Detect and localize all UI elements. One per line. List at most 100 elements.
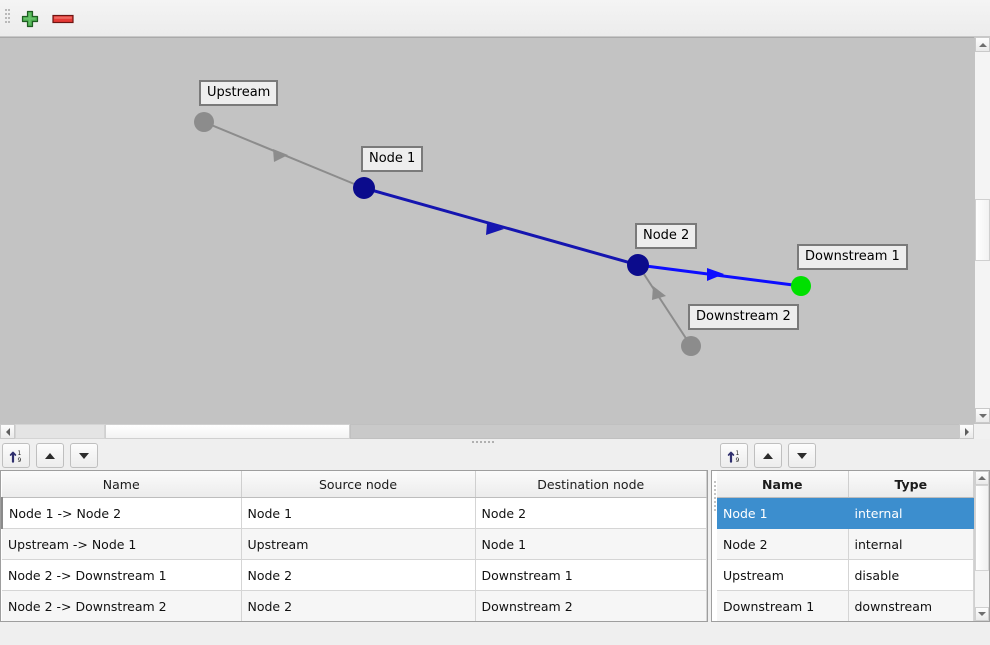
triangle-up-icon: [763, 452, 773, 459]
connections-move-up-button[interactable]: [36, 443, 64, 468]
graph-node-upstream[interactable]: [194, 112, 214, 132]
cell-type[interactable]: downstream: [848, 590, 974, 621]
triangle-right-icon: [964, 427, 969, 436]
triangle-up-icon: [45, 452, 55, 459]
nodes-table[interactable]: Name Type Node 1 internal Node 2 interna…: [711, 470, 990, 622]
nodes-table-grid: Name Type Node 1 internal Node 2 interna…: [717, 471, 974, 621]
triangle-down-icon: [978, 612, 986, 616]
table-row[interactable]: Downstream 1 downstream: [717, 590, 974, 621]
column-header-type[interactable]: Type: [848, 471, 974, 498]
graph-label-node1[interactable]: Node 1: [361, 146, 424, 172]
table-row[interactable]: Node 2 -> Downstream 2 Node 2 Downstream…: [2, 590, 707, 621]
status-area: [0, 627, 990, 645]
graph-canvas-viewport[interactable]: Upstream Node 1 Node 2 Downstream 1 Down…: [0, 37, 990, 437]
vertical-scroll-thumb[interactable]: [975, 199, 990, 261]
table-row[interactable]: Node 1 internal: [717, 497, 974, 529]
cell-destination[interactable]: Node 1: [475, 528, 707, 560]
column-header-source-node[interactable]: Source node: [241, 471, 476, 498]
cell-name[interactable]: Downstream 1: [717, 590, 849, 621]
graph-label-upstream[interactable]: Upstream: [199, 80, 279, 106]
table-row[interactable]: Node 2 -> Downstream 1 Node 2 Downstream…: [2, 559, 707, 591]
edge-upstream-node1[interactable]: [203, 121, 365, 189]
horizontal-scroll-thumb[interactable]: [105, 424, 350, 439]
canvas-horizontal-scrollbar[interactable]: [0, 423, 990, 439]
edge-node2-downstream2[interactable]: [637, 264, 692, 347]
main-toolbar: [0, 0, 990, 37]
nodes-scroll-thumb[interactable]: [975, 485, 989, 571]
cell-type[interactable]: internal: [848, 497, 974, 529]
nodes-table-scrollbar[interactable]: [974, 471, 989, 621]
column-header-name[interactable]: Name: [717, 471, 849, 498]
table-row[interactable]: Upstream disable: [717, 559, 974, 591]
edge-node1-node2[interactable]: [363, 186, 639, 267]
triangle-down-icon: [978, 413, 987, 418]
graph-edges-layer: [203, 121, 802, 347]
nodes-move-up-button[interactable]: [754, 443, 782, 468]
remove-button[interactable]: [47, 4, 79, 34]
sort-ascending-icon: 1 9: [727, 450, 740, 464]
table-header-row: Name Type: [717, 471, 974, 498]
svg-text:1: 1: [18, 450, 22, 457]
triangle-up-icon: [978, 476, 986, 480]
nodes-toolbar: 1 9: [711, 443, 990, 470]
cell-type[interactable]: disable: [848, 559, 974, 591]
nodes-move-down-button[interactable]: [788, 443, 816, 468]
edge-node2-downstream1[interactable]: [637, 263, 802, 288]
column-header-name[interactable]: Name: [2, 471, 242, 498]
cell-name[interactable]: Node 2 -> Downstream 1: [2, 559, 242, 591]
graph-node-node2[interactable]: [627, 254, 649, 276]
triangle-down-icon: [797, 452, 807, 459]
scroll-down-button[interactable]: [975, 408, 990, 423]
cell-name[interactable]: Node 2: [717, 528, 849, 560]
scroll-up-button[interactable]: [975, 37, 990, 52]
cell-source[interactable]: Upstream: [241, 528, 476, 560]
cell-source[interactable]: Node 2: [241, 590, 476, 621]
cell-destination[interactable]: Node 2: [475, 497, 707, 529]
graph-label-node2[interactable]: Node 2: [635, 223, 698, 249]
graph-canvas[interactable]: Upstream Node 1 Node 2 Downstream 1 Down…: [0, 38, 974, 423]
scroll-down-button[interactable]: [975, 607, 989, 621]
cell-destination[interactable]: Downstream 2: [475, 590, 707, 621]
cell-type[interactable]: internal: [848, 528, 974, 560]
svg-text:9: 9: [18, 457, 22, 464]
minus-icon: [52, 14, 74, 24]
scroll-left-button[interactable]: [0, 424, 15, 439]
table-empty-row: [2, 622, 707, 623]
graph-node-downstream1[interactable]: [791, 276, 811, 296]
triangle-left-icon: [5, 427, 10, 436]
scroll-up-button[interactable]: [975, 471, 989, 485]
plus-icon: [21, 10, 39, 28]
connections-sort-button[interactable]: 1 9: [2, 443, 30, 468]
table-row[interactable]: Node 1 -> Node 2 Node 1 Node 2: [1, 497, 707, 529]
cell-name[interactable]: Node 1: [717, 497, 849, 529]
canvas-vertical-scrollbar[interactable]: [974, 37, 990, 423]
cell-source[interactable]: Node 1: [241, 497, 476, 529]
h-scroll-track-right[interactable]: [350, 424, 974, 439]
cell-name[interactable]: Node 2 -> Downstream 2: [2, 590, 242, 621]
connections-move-down-button[interactable]: [70, 443, 98, 468]
toolbar-drag-handle[interactable]: [5, 9, 10, 27]
cell-name[interactable]: Upstream: [717, 559, 849, 591]
connections-toolbar: 1 9: [0, 443, 710, 470]
cell-destination[interactable]: Downstream 1: [475, 559, 707, 591]
panel-splitter[interactable]: [0, 439, 990, 445]
scrollbar-corner: [974, 424, 990, 439]
table-row[interactable]: Node 2 internal: [717, 528, 974, 560]
cell-name[interactable]: Upstream -> Node 1: [2, 528, 242, 560]
connections-table[interactable]: Name Source node Destination node Node 1…: [0, 470, 708, 622]
nodes-sort-button[interactable]: 1 9: [720, 443, 748, 468]
cell-source[interactable]: Node 2: [241, 559, 476, 591]
graph-label-downstream2[interactable]: Downstream 2: [688, 304, 799, 330]
table-row[interactable]: Upstream -> Node 1 Upstream Node 1: [2, 528, 707, 560]
graph-label-downstream1[interactable]: Downstream 1: [797, 244, 908, 270]
cell-name[interactable]: Node 1 -> Node 2: [1, 497, 242, 529]
column-header-destination-node[interactable]: Destination node: [475, 471, 707, 498]
svg-text:1: 1: [736, 450, 740, 457]
graph-node-node1[interactable]: [353, 177, 375, 199]
graph-node-downstream2[interactable]: [681, 336, 701, 356]
scroll-right-button[interactable]: [959, 424, 974, 439]
add-button[interactable]: [14, 4, 46, 34]
h-scroll-track-left[interactable]: [15, 424, 105, 439]
table-header-row: Name Source node Destination node: [2, 471, 707, 498]
